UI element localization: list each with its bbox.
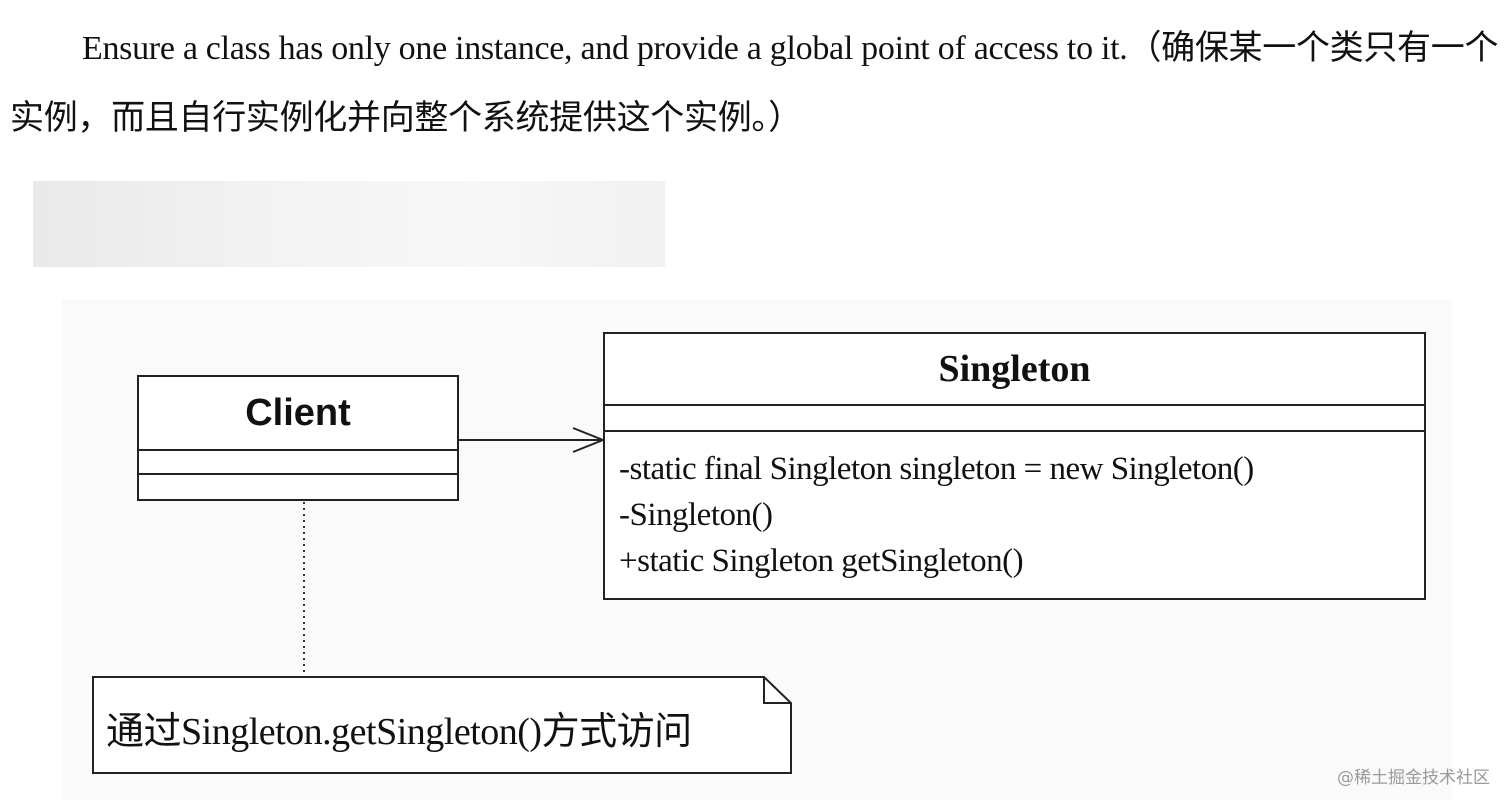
singleton-member: -static final Singleton singleton = new …: [619, 451, 1254, 487]
uml-note: 通过Singleton.getSingleton()方式访问: [92, 676, 792, 774]
singleton-operations-compartment: -static final Singleton singleton = new …: [605, 432, 1424, 584]
singleton-attributes-compartment: [605, 406, 1424, 432]
client-attributes-compartment: [139, 451, 457, 475]
singleton-class-box: Singleton -static final Singleton single…: [603, 332, 1426, 600]
client-class-box: Client: [137, 375, 459, 501]
note-text: 通过Singleton.getSingleton()方式访问: [106, 711, 692, 753]
intro-paragraph: Ensure a class has only one instance, an…: [10, 30, 1499, 137]
blurred-placeholder-band: [33, 181, 665, 267]
singleton-class-name: Singleton: [605, 334, 1424, 406]
watermark: @稀土掘金技术社区: [1337, 768, 1490, 788]
note-shape: [92, 676, 792, 774]
singleton-member: +static Singleton getSingleton(): [619, 543, 1024, 579]
client-class-name: Client: [139, 377, 457, 451]
singleton-member: -Singleton(): [619, 497, 773, 533]
